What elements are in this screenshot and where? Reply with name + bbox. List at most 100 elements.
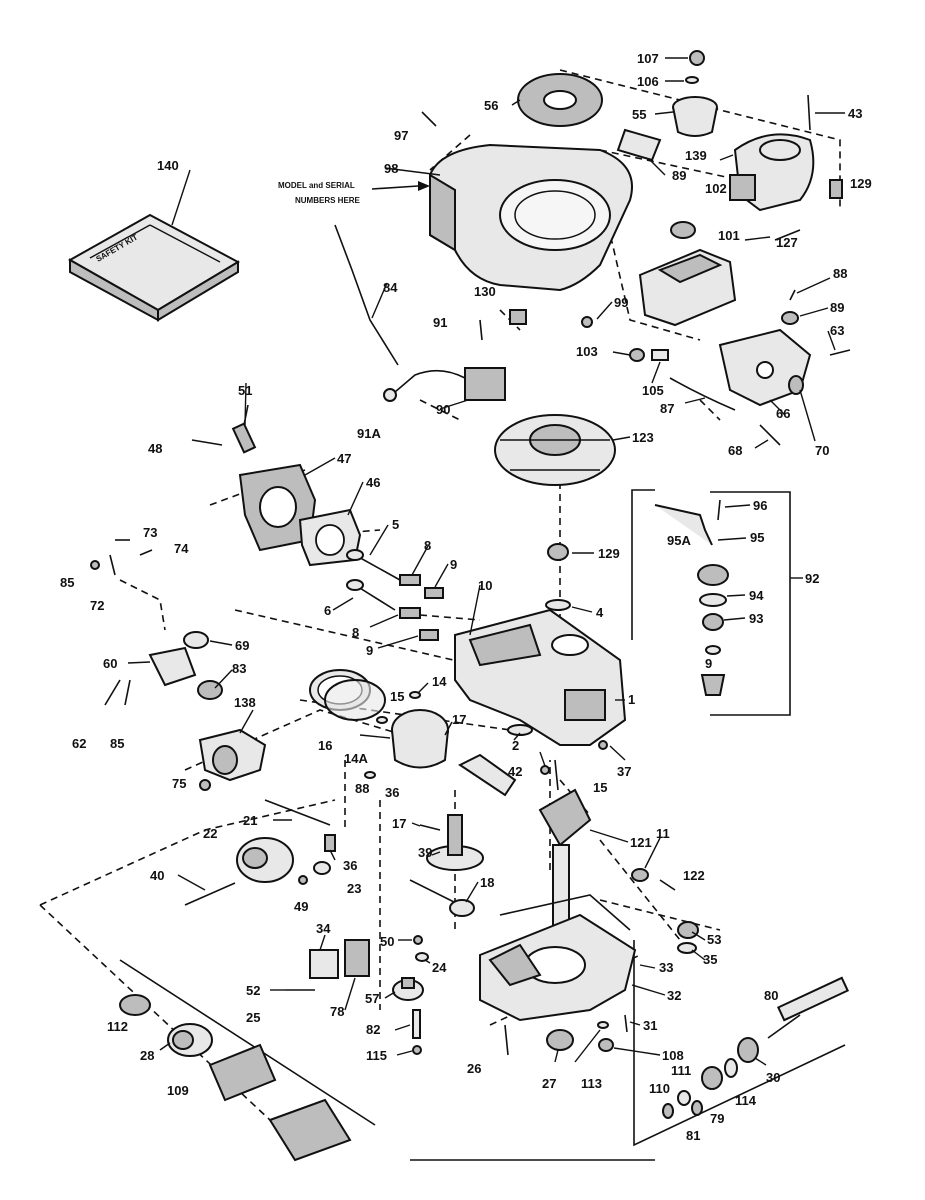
wire-68 [759, 424, 781, 446]
callout-label: 109 [167, 1083, 189, 1098]
callout-label: 103 [576, 344, 598, 359]
callout-label: 80 [764, 988, 778, 1003]
callout-label: 25 [246, 1010, 260, 1025]
shaft-112 [767, 976, 850, 1039]
callout-label: 43 [848, 106, 862, 121]
callout-label: 114 [735, 1093, 757, 1108]
callout-label: 129 [850, 176, 872, 191]
engine-block [454, 608, 627, 746]
callout-label: 10 [478, 578, 492, 593]
callout-label: 35 [703, 952, 717, 967]
callout-label: 82 [366, 1022, 380, 1037]
callout-label: 90 [436, 402, 450, 417]
callout-label: 130 [474, 284, 496, 299]
callout-label: 24 [432, 960, 447, 975]
callout-label: 75 [172, 776, 186, 791]
callout-label: 121 [630, 835, 652, 850]
head-gasket [298, 508, 362, 567]
nut-107 [689, 50, 705, 66]
oil-pump-33 [392, 977, 424, 1001]
callout-label: 60 [103, 656, 117, 671]
part-114 [662, 1103, 674, 1119]
clip-15 [376, 716, 388, 724]
callout-label: 17 [392, 816, 406, 831]
callout-label: 21 [243, 813, 257, 828]
callout-label: 95 [750, 530, 764, 545]
callout-label: 115 [366, 1048, 387, 1063]
screw-32 [624, 1014, 628, 1033]
screw-85b [124, 679, 131, 706]
screw-18 [659, 879, 676, 891]
part-130 [509, 309, 527, 325]
callout-label: 89 [830, 300, 844, 315]
callout-label: 37 [617, 764, 631, 779]
part-99 [581, 316, 593, 328]
callout-label: 98 [384, 161, 398, 176]
breather-assembly [654, 499, 729, 696]
part-38 [598, 740, 608, 750]
gasket-24 [499, 894, 631, 931]
callout-label: 88 [833, 266, 847, 281]
callout-label: 99 [614, 295, 628, 310]
callout-label: 96 [753, 498, 767, 513]
part-83 [197, 680, 223, 700]
cylinder-head [238, 463, 317, 552]
callout-label: 51 [238, 383, 252, 398]
plate-89 [616, 128, 662, 162]
screw-88 [789, 289, 796, 301]
part-40 [298, 875, 308, 885]
callout-label: 57 [365, 991, 379, 1006]
callout-label: 95A [667, 533, 691, 548]
spring-8a [399, 574, 421, 586]
part-108 [737, 1037, 759, 1063]
screw-91 [479, 319, 483, 341]
connecting-rod [458, 753, 517, 797]
valve-6 [354, 584, 396, 611]
screw-48 [191, 439, 223, 446]
callout-labels: 107 106 56 43 55 97 139 98 89 129 102 10… [60, 51, 872, 1143]
callout-label: 8 [424, 538, 431, 553]
callout-label: 4 [596, 605, 604, 620]
part-42 [540, 765, 550, 775]
callout-label: 70 [815, 443, 829, 458]
callout-label: 101 [718, 228, 740, 243]
spring-62 [104, 679, 121, 706]
blower-housing [429, 143, 633, 292]
callout-label: 84 [383, 280, 398, 295]
washer-4 [545, 599, 571, 611]
part-113 [677, 1090, 691, 1106]
rod-72 [109, 554, 116, 576]
part-35 [415, 952, 429, 962]
callout-label: 23 [347, 881, 361, 896]
cable-87 [669, 377, 736, 411]
part-89b [781, 311, 799, 325]
spring-clip-43 [807, 94, 811, 131]
callout-label: 73 [143, 525, 157, 540]
callout-label: 14A [344, 751, 368, 766]
filter-81 [268, 1098, 352, 1162]
part-129b [547, 543, 569, 561]
ignition-module [383, 367, 506, 402]
callout-label: 72 [90, 598, 104, 613]
callout-label: 28 [140, 1048, 154, 1063]
callout-label: 6 [324, 603, 331, 618]
callout-label: 140 [157, 158, 179, 173]
crankshaft [538, 759, 592, 941]
callout-label: 87 [660, 401, 674, 416]
part-78 [119, 994, 151, 1016]
callout-label: 39 [418, 845, 432, 860]
part-34 [413, 935, 423, 945]
bolt-122 [184, 882, 236, 906]
callout-label: 31 [643, 1018, 657, 1033]
valve-5 [354, 554, 401, 581]
callout-label: 15 [593, 780, 607, 795]
callout-label: 34 [316, 921, 331, 936]
callout-label: 129 [598, 546, 620, 561]
callout-label: 78 [330, 1004, 344, 1019]
filter-cup [672, 96, 718, 137]
control-bracket [718, 328, 812, 407]
part-17b [631, 868, 649, 882]
callout-label: 74 [174, 541, 189, 556]
part-30 [412, 1045, 422, 1055]
model-serial-line-1: MODEL and SERIAL [278, 181, 355, 190]
